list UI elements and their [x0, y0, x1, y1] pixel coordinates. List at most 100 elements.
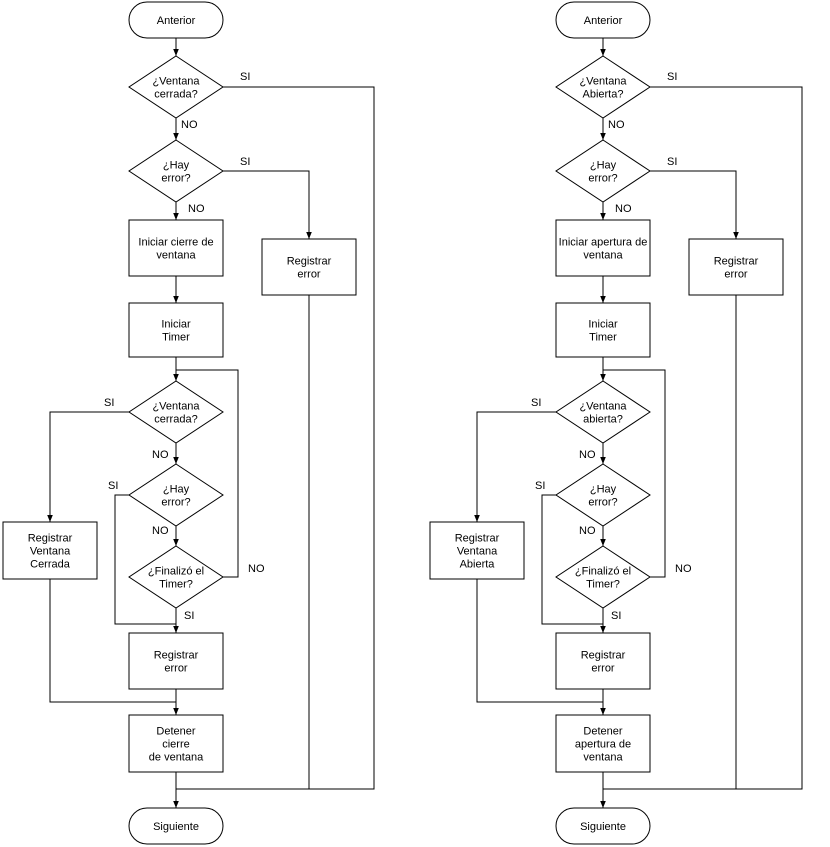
right-process-start-motion-text: ventana [583, 250, 623, 262]
right-edge-q2-yes [650, 170, 739, 239]
right-process-register-window-state-text: Registrar [455, 533, 500, 545]
left-label-yes-q2: SI [240, 156, 250, 168]
left-decision-error-loop-text: ¿Hay [163, 484, 190, 496]
right-end-terminal-text: Siguiente [580, 821, 626, 833]
left-label-yes-q3: SI [104, 397, 114, 409]
left-edge-q1-yes [176, 86, 375, 790]
left-edge-register-state-to-stop [49, 579, 176, 703]
right-process-register-window-state-text: Abierta [460, 559, 496, 571]
right-process-stop-motion-text: apertura de [575, 739, 631, 751]
right-edge-register-state-to-stop [476, 579, 603, 703]
right-label-no-q3: NO [579, 449, 596, 461]
left-label-no-q5: NO [248, 563, 265, 575]
left-label-no-q3: NO [152, 449, 169, 461]
left-edge-q4-yes [114, 494, 176, 625]
left-edge-q2-yes [223, 170, 312, 239]
right-process-start-timer-text: Timer [589, 332, 617, 344]
left-process-register-error-top-text: Registrar [287, 256, 332, 268]
right-edge-q1-yes [603, 86, 803, 790]
left-edge-q3-yes [47, 411, 129, 522]
right-process-register-error-top-text: Registrar [714, 256, 759, 268]
right-decision-error-loop-text: ¿Hay [590, 484, 617, 496]
right-process-register-error-top-text: error [724, 269, 748, 281]
left-label-yes-q4: SI [108, 480, 118, 492]
left-decision-window-state-text: ¿Ventana [152, 76, 200, 88]
right-decision-timer-finished-text: Timer? [586, 579, 620, 591]
left-process-register-window-state-text: Registrar [28, 533, 73, 545]
right-edge-q4-yes [541, 494, 603, 625]
right-edge-q5-no-loop [603, 369, 666, 578]
right-label-yes-q1: SI [667, 71, 677, 83]
right-start-terminal-text: Anterior [584, 15, 623, 27]
left-label-no-q1: NO [181, 119, 198, 131]
left-decision-timer-finished-text: ¿Finalizó el [148, 566, 204, 578]
left-process-register-error-bottom-text: Registrar [154, 650, 199, 662]
right-decision-window-state-loop-text: ¿Ventana [579, 401, 627, 413]
right-decision-window-state-text: Abierta? [583, 89, 624, 101]
right-label-yes-q3: SI [531, 397, 541, 409]
right-decision-window-state-text: ¿Ventana [579, 76, 627, 88]
left-end-terminal: Siguiente [128, 807, 224, 845]
left-process-register-error-top-text: error [297, 269, 321, 281]
right-label-no-q1: NO [608, 119, 625, 131]
left-start-terminal: Anterior [128, 1, 224, 39]
left-label-no-q4: NO [152, 525, 169, 537]
right-edge-q3-yes [474, 411, 556, 522]
left-process-start-timer-text: Timer [162, 332, 190, 344]
right-label-no-q2: NO [615, 203, 632, 215]
right-decision-error-loop-text: error? [588, 497, 617, 509]
right-decision-error-text: ¿Hay [590, 160, 617, 172]
right-process-register-error-bottom-text: Registrar [581, 650, 626, 662]
right-end-terminal: Siguiente [555, 807, 651, 845]
left-start-terminal-text: Anterior [157, 15, 196, 27]
left-decision-error-text: error? [161, 173, 190, 185]
left-label-yes-q5: SI [184, 610, 194, 622]
left-process-register-window-state-text: Cerrada [30, 559, 71, 571]
left-edge-q5-no-loop [176, 369, 239, 578]
left-process-stop-motion-text: de ventana [149, 752, 204, 764]
right-decision-window-state-loop-text: abierta? [583, 414, 623, 426]
right-label-no-q4: NO [579, 525, 596, 537]
left-process-start-timer-text: Iniciar [161, 319, 191, 331]
right-label-yes-q5: SI [611, 610, 621, 622]
right-label-yes-q2: SI [667, 156, 677, 168]
right-process-start-motion-text: Iniciar apertura de [559, 237, 648, 249]
left-process-stop-motion-text: cierre [162, 739, 190, 751]
right-process-stop-motion-text: Detener [583, 726, 622, 738]
left-process-register-error-bottom-text: error [164, 663, 188, 675]
left-decision-window-state-loop-text: ¿Ventana [152, 401, 200, 413]
right-start-terminal: Anterior [555, 1, 651, 39]
left-process-stop-motion-text: Detener [156, 726, 195, 738]
right-decision-timer-finished-text: ¿Finalizó el [575, 566, 631, 578]
left-label-yes-q1: SI [240, 71, 250, 83]
right-label-no-q5: NO [675, 563, 692, 575]
left-process-start-motion-text: ventana [156, 250, 196, 262]
left-decision-error-text: ¿Hay [163, 160, 190, 172]
right-label-yes-q4: SI [535, 480, 545, 492]
left-decision-error-loop-text: error? [161, 497, 190, 509]
left-end-terminal-text: Siguiente [153, 821, 199, 833]
left-decision-window-state-loop-text: cerrada? [154, 414, 197, 426]
left-label-no-q2: NO [188, 203, 205, 215]
